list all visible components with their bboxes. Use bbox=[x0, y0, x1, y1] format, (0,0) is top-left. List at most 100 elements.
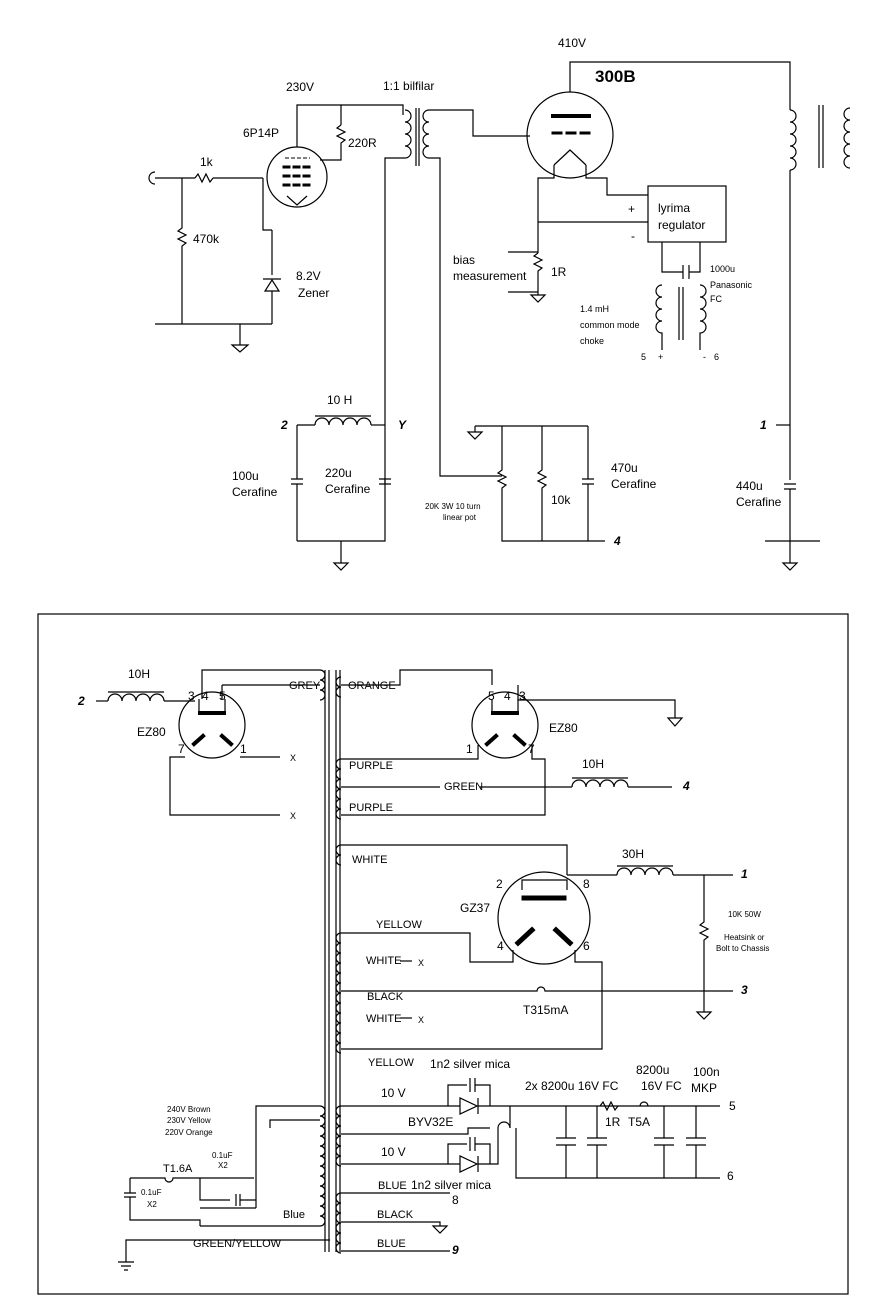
label-pot-2: linear pot bbox=[443, 513, 477, 522]
label-10k50w: 10K 50W bbox=[728, 910, 761, 919]
label-choke-1: 1.4 mH bbox=[580, 304, 609, 314]
label-bias: bias bbox=[453, 253, 475, 267]
label-410v: 410V bbox=[558, 36, 586, 50]
label-wx1: X bbox=[418, 958, 424, 968]
label-white: WHITE bbox=[352, 854, 387, 866]
node-1-top: 1 bbox=[760, 418, 767, 432]
label-pot-1: 20K 3W 10 turn bbox=[425, 502, 481, 511]
bifilar-coil-secondary bbox=[422, 109, 430, 159]
label-mica-2: 1n2 silver mica bbox=[411, 1178, 491, 1192]
label-plus: + bbox=[628, 202, 635, 216]
pin-2-gz37: 2 bbox=[496, 877, 503, 891]
label-white-x2: WHITE bbox=[366, 1013, 401, 1025]
label-heatsink-2: Bolt to Chassis bbox=[716, 944, 769, 953]
bifilar-coil-primary bbox=[404, 109, 412, 159]
diode-lower bbox=[459, 1155, 479, 1173]
label-gz37: GZ37 bbox=[460, 901, 490, 915]
amplifier-schematic: 1k 470k 6P14P 220R 230V 8.2V Zener 1: bbox=[148, 36, 851, 571]
label-30h: 30H bbox=[622, 847, 644, 861]
label-ez80-right: EZ80 bbox=[549, 721, 578, 735]
label-lyrima: lyrima bbox=[658, 201, 690, 215]
label-mica-1: 1n2 silver mica bbox=[430, 1057, 510, 1071]
label-mkp: MKP bbox=[691, 1081, 717, 1095]
pin-3-left: 3 bbox=[188, 689, 195, 703]
label-10v-b: 10 V bbox=[381, 1145, 406, 1159]
tube-ez80-left bbox=[178, 691, 246, 759]
resistor-1k bbox=[194, 172, 214, 184]
label-mains-1: 240V Brown bbox=[167, 1105, 211, 1114]
label-x2-b: X2 bbox=[147, 1200, 157, 1209]
label-blue-2: BLUE bbox=[377, 1238, 406, 1250]
label-green-yellow: GREEN/YELLOW bbox=[193, 1238, 282, 1250]
label-grey: GREY bbox=[289, 680, 321, 692]
label-220r: 220R bbox=[348, 136, 377, 150]
node-y: Y bbox=[398, 418, 407, 432]
tube-ez80-right bbox=[471, 691, 539, 759]
label-1r-psu: 1R bbox=[605, 1115, 621, 1129]
tube-gz37 bbox=[497, 871, 591, 965]
input-jack-symbol bbox=[148, 171, 156, 185]
label-440u: 440u bbox=[736, 479, 763, 493]
label-470u-cerafine: Cerafine bbox=[611, 477, 657, 491]
node-4-psu: 4 bbox=[682, 779, 690, 793]
lyrima-regulator-box bbox=[647, 185, 727, 243]
psu-frame bbox=[37, 613, 849, 1295]
label-fc: FC bbox=[710, 294, 722, 304]
pin-5-right: 5 bbox=[488, 689, 495, 703]
transformer-core bbox=[324, 670, 330, 1252]
pin-3-right: 3 bbox=[519, 689, 526, 703]
label-blue-1: BLUE bbox=[378, 1180, 407, 1192]
ground-symbol bbox=[230, 344, 250, 353]
label-n6: 6 bbox=[714, 352, 719, 362]
label-1r: 1R bbox=[551, 265, 567, 279]
label-byv32e: BYV32E bbox=[408, 1115, 453, 1129]
label-choke-2: common mode bbox=[580, 320, 640, 330]
label-ez80-left: EZ80 bbox=[137, 725, 166, 739]
label-yellow-2: YELLOW bbox=[368, 1057, 414, 1069]
label-n5-plus: + bbox=[658, 352, 663, 362]
pin-4-gz37: 4 bbox=[497, 939, 504, 953]
label-100u-cerafine: Cerafine bbox=[232, 485, 278, 499]
label-yellow: YELLOW bbox=[376, 919, 422, 931]
label-black-2: BLACK bbox=[377, 1209, 414, 1221]
label-300b: 300B bbox=[595, 67, 636, 86]
label-caps-2: 8200u bbox=[636, 1063, 669, 1077]
label-purple-1: PURPLE bbox=[349, 760, 393, 772]
psu-schematic: 2 10H EZ80 3 4 5 7 1 GREY X X ORANGE EZ8… bbox=[77, 667, 769, 1271]
label-220u-cerafine: Cerafine bbox=[325, 482, 371, 496]
choke-10h-top bbox=[314, 417, 372, 426]
label-n5: 5 bbox=[641, 352, 646, 362]
pin-7-left: 7 bbox=[178, 742, 185, 756]
label-100u: 100u bbox=[232, 469, 259, 483]
pin-8-gz37: 8 bbox=[583, 877, 590, 891]
node-6-psu: 6 bbox=[727, 1169, 734, 1183]
pin-4-left: 4 bbox=[202, 689, 209, 703]
label-n6-minus: - bbox=[703, 352, 706, 362]
label-470k: 470k bbox=[193, 232, 220, 246]
label-10k: 10k bbox=[551, 493, 571, 507]
node-2-psu: 2 bbox=[77, 694, 85, 708]
label-orange: ORANGE bbox=[348, 680, 396, 692]
node-4-top: 4 bbox=[613, 534, 621, 548]
label-zener: Zener bbox=[298, 286, 329, 300]
label-01uf-a: 0.1uF bbox=[212, 1151, 233, 1160]
label-1000u: 1000u bbox=[710, 264, 735, 274]
label-10h-left: 10H bbox=[128, 667, 150, 681]
node-3-psu: 3 bbox=[741, 983, 748, 997]
node-1-psu: 1 bbox=[741, 867, 748, 881]
label-wx2: X bbox=[418, 1015, 424, 1025]
label-t16a: T1.6A bbox=[163, 1163, 193, 1175]
label-440u-cerafine: Cerafine bbox=[736, 495, 782, 509]
label-purple-2: PURPLE bbox=[349, 802, 393, 814]
pin-1-right: 1 bbox=[466, 742, 473, 756]
label-bifilar: 1:1 bilfilar bbox=[383, 79, 434, 93]
label-mains-2: 230V Yellow bbox=[167, 1116, 211, 1125]
label-caps-1: 2x 8200u 16V FC bbox=[525, 1079, 619, 1093]
node-9-psu: 9 bbox=[452, 1243, 459, 1257]
node-2-top: 2 bbox=[280, 418, 288, 432]
label-220u: 220u bbox=[325, 466, 352, 480]
label-10v-a: 10 V bbox=[381, 1086, 406, 1100]
label-black: BLACK bbox=[367, 991, 404, 1003]
label-measurement: measurement bbox=[453, 269, 527, 283]
